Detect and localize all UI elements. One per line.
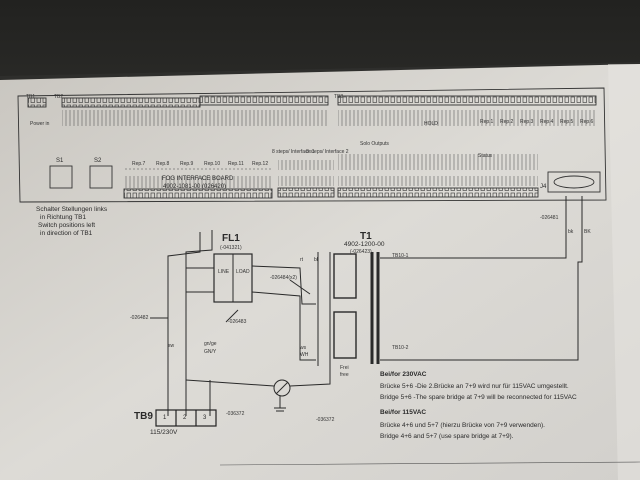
tb9-pin-2: 2 (183, 415, 187, 421)
filter-code: (-041321) (220, 245, 242, 251)
switch-label-s1: S1 (56, 158, 64, 164)
filter-line-label: LINE (218, 269, 230, 275)
wire-color-gny: GN/Y (204, 349, 217, 355)
note-230-title: Bei/for 230VAC (380, 371, 427, 378)
filter-label: FL1 (222, 233, 240, 244)
transformer-code: (-026423) (350, 249, 372, 255)
label-rep10: Rep.10 (204, 161, 221, 167)
wire-color-ws: ws (300, 345, 307, 351)
switch-s1 (49, 165, 73, 189)
filter-load-label: LOAD (236, 269, 250, 275)
tb-bottom-3 (337, 187, 539, 198)
switch-note-de-2: in Richtung TB1 (40, 214, 87, 221)
wire-label-036372-a: -036372 (226, 411, 245, 417)
tb-top-2 (61, 97, 201, 108)
label-status: Status (478, 153, 493, 159)
label-rep12: Rep.12 (252, 161, 269, 167)
wiring (150, 196, 583, 416)
label-rep6: Rep.6 (580, 119, 594, 125)
note-230-line-de: Brücke 5+6 -Die 2.Brücke an 7+9 wird nur… (380, 383, 569, 390)
tb9-pin-3: 3 (203, 415, 207, 421)
label-rep8: Rep.8 (156, 161, 170, 167)
wire-color-bk: BK (584, 229, 591, 235)
note-230-line-en: Bridge 5+6 -The spare bridge at 7+9 will… (380, 394, 577, 401)
transformer-part: 4902-1200-00 (344, 241, 385, 248)
label-rep3: Rep.3 (520, 119, 534, 125)
tb-top-3 (199, 95, 329, 106)
wire-color-wh: WH (300, 352, 309, 358)
note-115-title: Bei/for 115VAC (380, 409, 427, 416)
label-rep11: Rep.11 (228, 161, 244, 167)
terminal-label-tb1: TB1 (26, 94, 36, 100)
label-rep4: Rep.4 (540, 119, 554, 125)
wire-color-sw: sw (168, 343, 175, 349)
label-hold: HOLD (424, 121, 438, 127)
wire-label-026483: -026483 (228, 319, 247, 325)
board-part-number: 4902-1081-00 (026420) (163, 184, 227, 190)
label-rep9: Rep.9 (180, 161, 194, 167)
terminal-block-voltage: 115/230V (150, 429, 178, 436)
transformer-tb-top: TB10-1 (392, 253, 409, 259)
transformer-free-de: Frei (340, 365, 349, 371)
terminal-label-tb2: TB2 (54, 94, 64, 100)
transformer-tb-bottom: TB10-2 (392, 345, 409, 351)
tb-top-1 (27, 97, 47, 108)
fuse-symbol (273, 379, 291, 397)
terminal-label-tb8: TB8 (334, 94, 344, 100)
transformer-label: T1 (360, 231, 372, 242)
switch-note-en-1: Switch positions left (38, 222, 96, 229)
j4-connector (547, 171, 601, 193)
wire-label-026482: -026482 (130, 315, 149, 321)
label-interface-1: 8 steps/ Interface 1 (272, 149, 315, 155)
tb-bottom-2 (277, 187, 335, 198)
label-rep1: Rep.1 (480, 119, 494, 125)
switch-label-s2: S2 (94, 158, 102, 164)
wire-label-026481: -026481 (540, 215, 559, 221)
transformer-free-en: free (340, 372, 349, 378)
switch-s2 (89, 165, 113, 189)
wire-color-bk-2: bk (568, 229, 574, 235)
label-rep2: Rep.2 (500, 119, 514, 125)
tb-top-4 (337, 95, 597, 106)
tb-bottom-1 (123, 188, 273, 199)
wire-label-036372-b: -036372 (316, 417, 335, 423)
label-solo-outputs: Solo Outputs (360, 141, 389, 147)
wire-label-026484: -026484(x2) (270, 275, 297, 281)
label-rep7: Rep.7 (132, 161, 146, 167)
terminal-block-tb9 (155, 409, 217, 427)
interface-board (17, 87, 607, 203)
tb9-pin-1: 1 (163, 415, 167, 421)
wire-color-gnge: gn/ge (204, 341, 217, 347)
transformer-core-top (333, 253, 357, 299)
wire-color-rt: rt (300, 257, 304, 263)
switch-note-en-2: in direction of TB1 (40, 230, 93, 237)
board-title: FOG INTERFACE BOARD (162, 176, 234, 182)
label-power-in: Power in (30, 121, 50, 127)
switch-note-de-1: Schalter Stellungen links (36, 206, 108, 213)
transformer-core-bottom (333, 311, 357, 359)
label-interface-2: 8 steps/ Interface 2 (306, 149, 349, 155)
terminal-label-j4: J4 (540, 184, 547, 190)
wire-color-bl: bl (314, 257, 318, 263)
note-115-line-de: Brücke 4+6 und 5+7 (hierzu Brücke von 7+… (380, 422, 545, 429)
label-rep5: Rep.5 (560, 119, 574, 125)
note-115-line-en: Bridge 4+6 and 5+7 (use spare bridge at … (380, 433, 514, 440)
terminal-block-label: TB9 (134, 411, 153, 422)
